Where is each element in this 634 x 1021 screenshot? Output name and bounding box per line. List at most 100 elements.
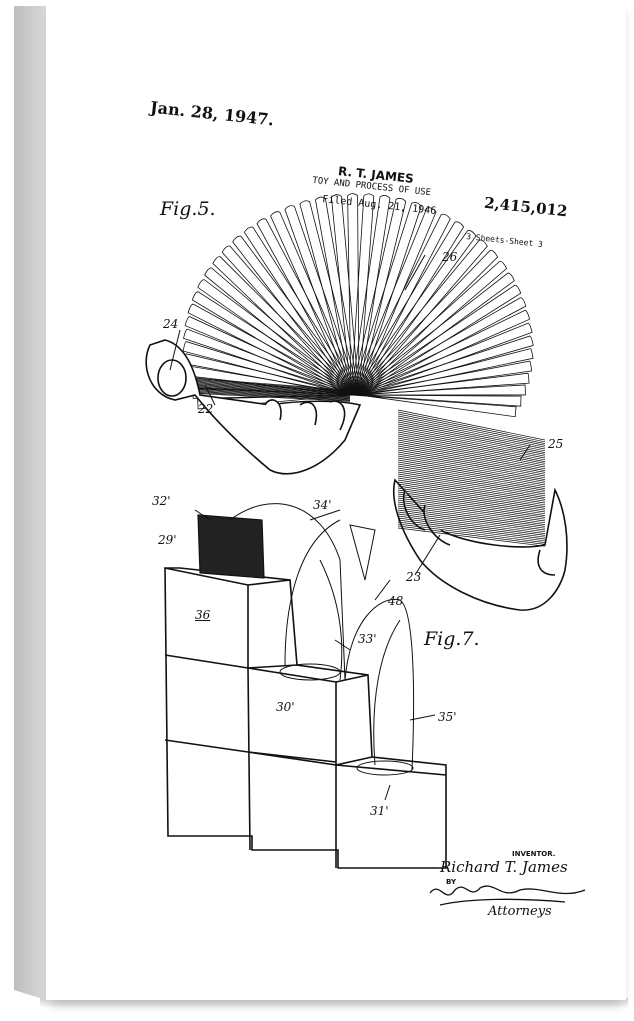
slinky-coil [256, 218, 360, 396]
slinky-coil [397, 461, 546, 488]
slinky-coil [397, 433, 546, 462]
slinky-coil [350, 213, 451, 396]
slinky-coil [232, 235, 360, 396]
slinky-coil [350, 322, 533, 396]
slinky-coil [397, 517, 546, 538]
fig5-label: Fig.5. [160, 198, 216, 220]
ref-34: 34' [313, 498, 332, 512]
left-hand [145, 339, 362, 475]
slinky-coil [350, 372, 530, 396]
slinky-coil [397, 513, 546, 534]
slinky-coil [397, 501, 546, 524]
slinky-coil [189, 380, 351, 393]
slinky-coil [397, 459, 546, 486]
ref-23: 23 [406, 570, 422, 584]
slinky-coil [397, 479, 546, 504]
slinky-coil [397, 431, 546, 461]
slinky-coil [397, 485, 546, 509]
slinky-coil [397, 443, 546, 471]
slinky-coil [397, 463, 546, 489]
ref-30: 30' [276, 700, 295, 714]
slinky-coil [350, 239, 488, 396]
slinky-coil [397, 449, 546, 477]
slinky-coil [397, 489, 546, 513]
slinky-coil [189, 390, 351, 400]
slinky-coil [397, 503, 546, 525]
slinky-coil [189, 384, 351, 396]
slinky-coil [350, 230, 477, 396]
slinky-coil [397, 451, 546, 479]
slinky-coil [189, 379, 351, 392]
slinky-coil [197, 279, 360, 396]
slinky-coil [189, 380, 351, 393]
slinky-coil [350, 202, 422, 396]
slinky-coil [350, 384, 526, 396]
slinky-coil [397, 447, 546, 475]
attorneys-label: Attorneys [488, 904, 552, 919]
slinky-coil [397, 457, 546, 484]
slinky-coil [350, 249, 499, 396]
slinky-coil [350, 197, 407, 396]
slinky-coil [350, 394, 522, 407]
slinky-coil [397, 453, 546, 480]
slinky-coil [397, 497, 546, 520]
ref-24: 24 [163, 317, 179, 331]
slinky-coil [397, 491, 546, 515]
slinky-coil [189, 391, 351, 401]
slinky-coil [350, 284, 522, 396]
slinky-coil [397, 429, 546, 459]
slinky-coil [397, 521, 546, 542]
ref-48: 48 [388, 594, 404, 608]
slinky-coil [350, 309, 531, 396]
slinky-coil [397, 421, 546, 452]
slinky-coil [397, 409, 546, 441]
inventor-label: INVENTOR. [512, 850, 556, 858]
slinky-coil [221, 245, 360, 396]
slinky-coil [189, 383, 351, 395]
slinky-coil [397, 419, 546, 450]
slinky-coil [397, 437, 546, 466]
slinky-coil [397, 413, 546, 444]
slinky-coil [397, 523, 546, 543]
slinky-coil [315, 196, 360, 396]
right-hand [392, 478, 568, 611]
slinky-coil [397, 465, 546, 491]
slinky-coil [397, 469, 546, 495]
slinky-coil [397, 467, 546, 493]
slinky-coils [182, 193, 534, 418]
slinky-coil [284, 205, 360, 396]
slinky-coil [397, 475, 546, 500]
slinky-coil [350, 348, 534, 396]
slinky-coil [350, 221, 465, 396]
slinky-coil [397, 507, 546, 529]
slinky-coil [347, 193, 360, 396]
slinky-coil [183, 328, 360, 396]
slinky-coil [397, 487, 546, 511]
slinky-coil [270, 211, 360, 396]
slinky-coil [189, 385, 351, 397]
slinky-coil [397, 509, 546, 531]
canvas-side-edge [14, 6, 46, 1000]
slinky-coil [350, 272, 515, 396]
slinky-coil [189, 392, 351, 402]
slinky-coil [299, 200, 360, 396]
slinky-coil [189, 377, 351, 391]
slinky-coil [397, 473, 546, 498]
slinky-coil [243, 226, 360, 396]
slinky-coil [184, 316, 360, 396]
ref-22: 22 [198, 402, 214, 416]
slinky-coil [189, 381, 351, 394]
slinky-coil [397, 417, 546, 448]
ref-35: 35' [438, 710, 457, 724]
ref-29: 29' [158, 533, 177, 547]
slinky-coil [397, 483, 546, 507]
slinky-coil [350, 335, 534, 396]
slinky-coil [397, 511, 546, 533]
slinky-coil [397, 505, 546, 527]
slinky-coil [350, 193, 375, 396]
slinky-coil [397, 423, 546, 453]
slinky-coil [189, 388, 351, 399]
slinky-coil [189, 382, 351, 394]
slinky-coil [330, 194, 360, 396]
canvas-shadow [40, 998, 628, 1008]
